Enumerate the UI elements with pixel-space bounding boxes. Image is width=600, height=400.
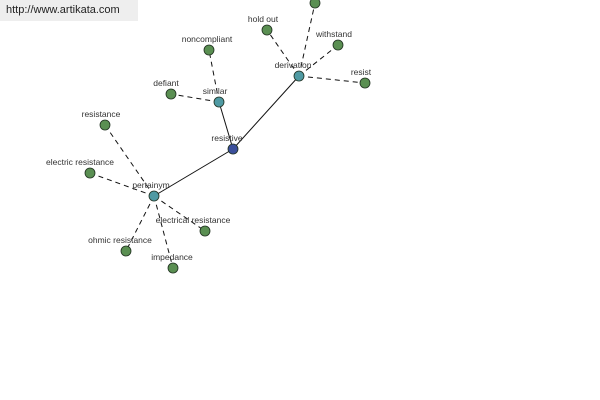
edge-pertainym-electric_resistance [89, 172, 155, 197]
edge-resistive-pertainym [153, 148, 234, 197]
label-withstand: withstand [315, 29, 352, 39]
label-resistance: resistance [82, 109, 121, 119]
node-resistive[interactable] [227, 143, 239, 155]
label-hold-out: hold out [248, 14, 279, 24]
label-resistive: resistive [211, 133, 242, 143]
label-electrical-resistance: electrical resistance [156, 215, 231, 225]
node-pertainym[interactable] [148, 190, 160, 202]
label-impedance: impedance [151, 252, 193, 262]
node-derivation[interactable] [293, 70, 305, 82]
edge-resistive-derivation [232, 75, 300, 150]
labels-layer: resistive similar derivation pertainym nonco… [46, 14, 372, 262]
node-hold-out[interactable] [261, 24, 273, 36]
node-resist[interactable] [359, 77, 371, 89]
node-noncompliant[interactable] [203, 44, 215, 56]
nodes-layer [84, 0, 371, 274]
node-electrical-resistance[interactable] [199, 225, 211, 237]
label-pertainym: pertainym [132, 180, 169, 190]
label-defiant: defiant [153, 78, 179, 88]
edge-resistive-similar [218, 101, 234, 150]
edge-derivation-resist [298, 75, 366, 84]
label-electric-resistance: electric resistance [46, 157, 114, 167]
edge-derivation-top_offscreen [298, 2, 316, 77]
node-top-offscreen[interactable] [309, 0, 321, 9]
label-derivation: derivation [275, 60, 312, 70]
node-withstand[interactable] [332, 39, 344, 51]
node-defiant[interactable] [165, 88, 177, 100]
edge-derivation-hold_out [266, 29, 300, 77]
node-impedance[interactable] [167, 262, 179, 274]
watermark-box: http://www.artikata.com [0, 0, 138, 21]
edge-pertainym-impedance [153, 195, 174, 269]
edge-pertainym-electrical_resistance [153, 195, 206, 232]
label-ohmic-resistance: ohmic resistance [88, 235, 152, 245]
edges-layer [89, 2, 366, 269]
edge-pertainym-ohmic_resistance [125, 195, 155, 252]
edge-similar-defiant [170, 93, 220, 103]
node-ohmic-resistance[interactable] [120, 245, 132, 257]
watermark-url: http://www.artikata.com [6, 4, 120, 16]
label-similar: similar [203, 86, 228, 96]
label-resist: resist [351, 67, 372, 77]
label-noncompliant: noncompliant [182, 34, 233, 44]
node-similar[interactable] [213, 96, 225, 108]
node-electric-resistance[interactable] [84, 167, 96, 179]
node-resistance[interactable] [99, 119, 111, 131]
